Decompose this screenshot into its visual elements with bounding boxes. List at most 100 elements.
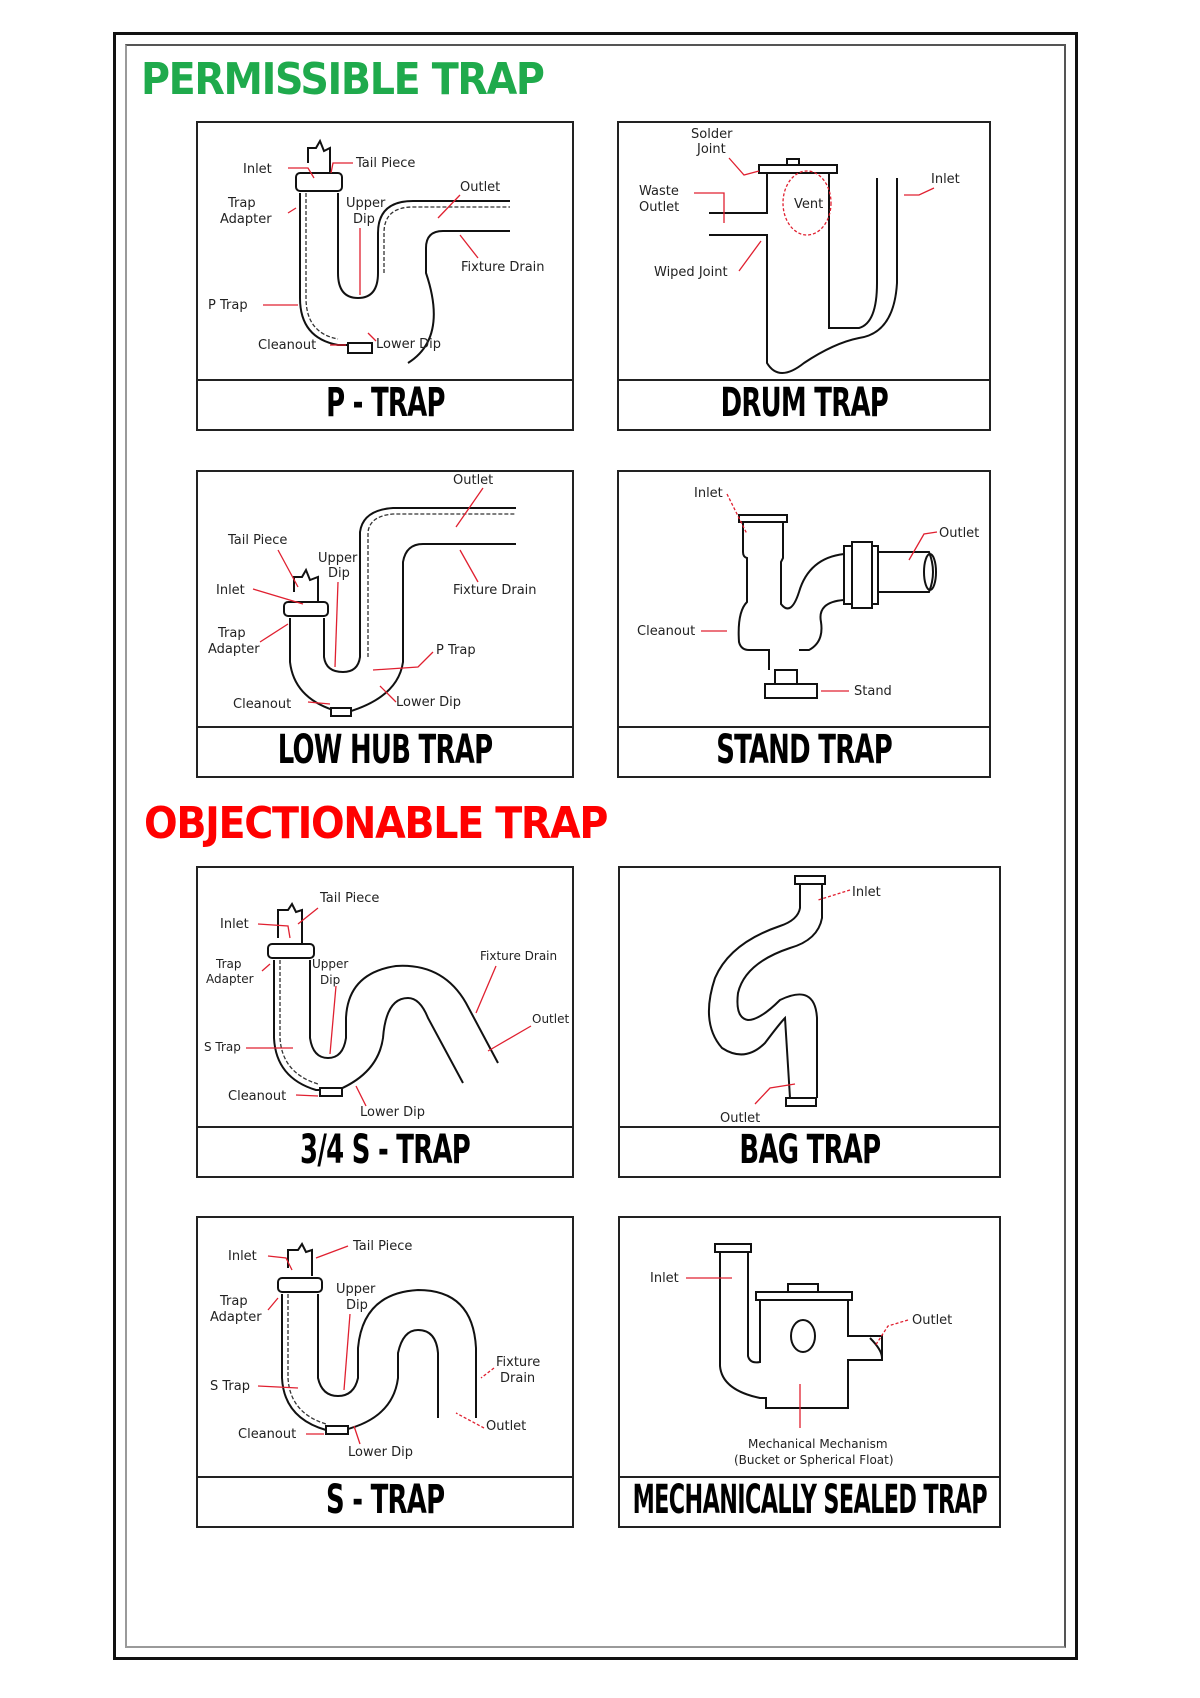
pipe-segment — [337, 996, 464, 1091]
bag-trap-caption: BAG TRAP — [739, 1127, 881, 1173]
diagram-label: Tail Piece — [319, 891, 379, 906]
pointer-arrow-icon — [295, 1094, 319, 1097]
pipe-segment — [738, 514, 788, 523]
pointer-arrow-icon — [334, 581, 339, 668]
drum-trap-caption: DRUM TRAP — [720, 380, 888, 426]
pipe-segment — [736, 884, 823, 1098]
three-quarter-s-trap-caption: 3/4 S - TRAP — [299, 1127, 471, 1173]
diagram-label: Wiped Joint — [654, 265, 728, 280]
label-inlet: Inlet — [243, 162, 272, 177]
pointer-arrow-icon — [908, 531, 938, 561]
diagram-label: Vent — [794, 197, 823, 212]
diagram-label: Cleanout — [258, 338, 316, 353]
bag-trap-card: Inlet Outlet BAG TRAP — [618, 866, 1001, 1178]
pipe-segment — [782, 170, 832, 236]
pipe-segment — [287, 1294, 327, 1425]
pipe-segment — [755, 1291, 853, 1301]
pipe-segment — [273, 960, 320, 1091]
pointer-arrow-icon — [904, 187, 935, 196]
diagram-label: Outlet — [532, 1012, 569, 1026]
pipe-segment — [347, 342, 373, 354]
pipe-segment — [787, 1283, 819, 1293]
diagram-label: Trap — [227, 196, 256, 211]
pipe-segment — [709, 178, 898, 374]
diagram-label: Dip — [328, 566, 350, 581]
p-trap-caption: P - TRAP — [325, 380, 445, 426]
pipe-segment — [267, 943, 315, 959]
pipe-segment — [714, 1243, 752, 1253]
pipe-segment — [383, 206, 510, 273]
diagram-label: Adapter — [208, 642, 260, 657]
diagram-label: Tail Piece — [227, 533, 287, 548]
diagram-label: Upper — [318, 551, 358, 566]
pipe-segment — [330, 707, 352, 717]
pipe-segment — [307, 138, 331, 173]
diagram-label: Cleanout — [238, 1427, 296, 1442]
diagram-label: Inlet — [931, 172, 960, 187]
diagram-label: S Trap — [204, 1040, 241, 1054]
outer-page-frame — [113, 32, 1078, 1660]
pointer-arrow-icon — [754, 1083, 796, 1105]
pipe-segment — [799, 599, 845, 651]
pipe-segment — [277, 902, 303, 943]
diagram-label: Adapter — [220, 212, 272, 227]
pointer-arrow-icon — [315, 1245, 349, 1259]
pipe-segment — [407, 230, 510, 364]
pointer-arrow-icon — [287, 207, 297, 214]
pipe-segment — [851, 541, 873, 609]
pipe-segment — [337, 193, 510, 300]
pipe-segment — [283, 601, 329, 617]
low-hub-trap-caption: LOW HUB TRAP — [277, 727, 493, 773]
diagram-label: Upper — [336, 1282, 376, 1297]
bag-trap-illustration: Inlet Outlet — [707, 875, 881, 1126]
diagram-label: Outlet — [939, 526, 979, 541]
bag-trap-diagram: Inlet Outlet — [620, 868, 999, 1128]
pipe-segment — [828, 173, 878, 329]
pipe-segment — [323, 507, 516, 674]
pipe-segment — [923, 553, 937, 591]
diagram-label: Cleanout — [637, 624, 695, 639]
diagram-label: Trap — [217, 626, 246, 641]
pipe-segment — [299, 193, 348, 346]
diagram-label: Inlet — [228, 1249, 257, 1264]
pointer-arrow-icon — [694, 192, 725, 223]
pointer-arrow-icon — [277, 549, 299, 588]
pointer-arrow-icon — [726, 493, 748, 535]
pointer-arrow-icon — [353, 1425, 361, 1445]
pointer-arrow-icon — [330, 162, 353, 174]
pipe-segment — [737, 522, 770, 670]
pointer-arrow-icon — [252, 588, 304, 605]
diagram-label: Fixture Drain — [480, 949, 557, 963]
pointer-arrow-icon — [257, 923, 291, 939]
pipe-segment — [794, 875, 826, 885]
diagram-label: S Trap — [210, 1379, 250, 1394]
pipe-segment — [747, 1252, 761, 1364]
pipe-segment — [343, 1328, 439, 1431]
diagram-label: Tail Piece — [352, 1239, 412, 1254]
pipe-segment — [774, 669, 798, 685]
pointer-arrow-icon — [480, 1367, 495, 1379]
pointer-arrow-icon — [455, 1412, 485, 1429]
pipe-segment — [287, 1242, 313, 1276]
inner-page-frame — [125, 44, 1066, 1648]
diagram-label: Lower Dip — [396, 695, 461, 710]
diagram-label: Inlet — [220, 917, 249, 932]
diagram-label: Lower Dip — [376, 337, 441, 352]
pointer-arrow-icon — [259, 623, 289, 643]
mechanically-sealed-trap-card: Inlet Outlet Mechanical Mechanism (Bucke… — [618, 1216, 1001, 1528]
pointer-arrow-icon — [728, 157, 760, 176]
pipe-segment — [317, 1288, 477, 1418]
diagram-label: Upper — [346, 196, 386, 211]
pointer-arrow-icon — [307, 701, 331, 705]
diagram-label: Adapter — [206, 972, 254, 986]
diagram-label: Joint — [696, 142, 726, 157]
pointer-arrow-icon — [297, 907, 319, 925]
diagram-label: Outlet — [912, 1313, 952, 1328]
pointer-arrow-icon — [379, 685, 397, 703]
pipe-segment — [289, 618, 334, 711]
